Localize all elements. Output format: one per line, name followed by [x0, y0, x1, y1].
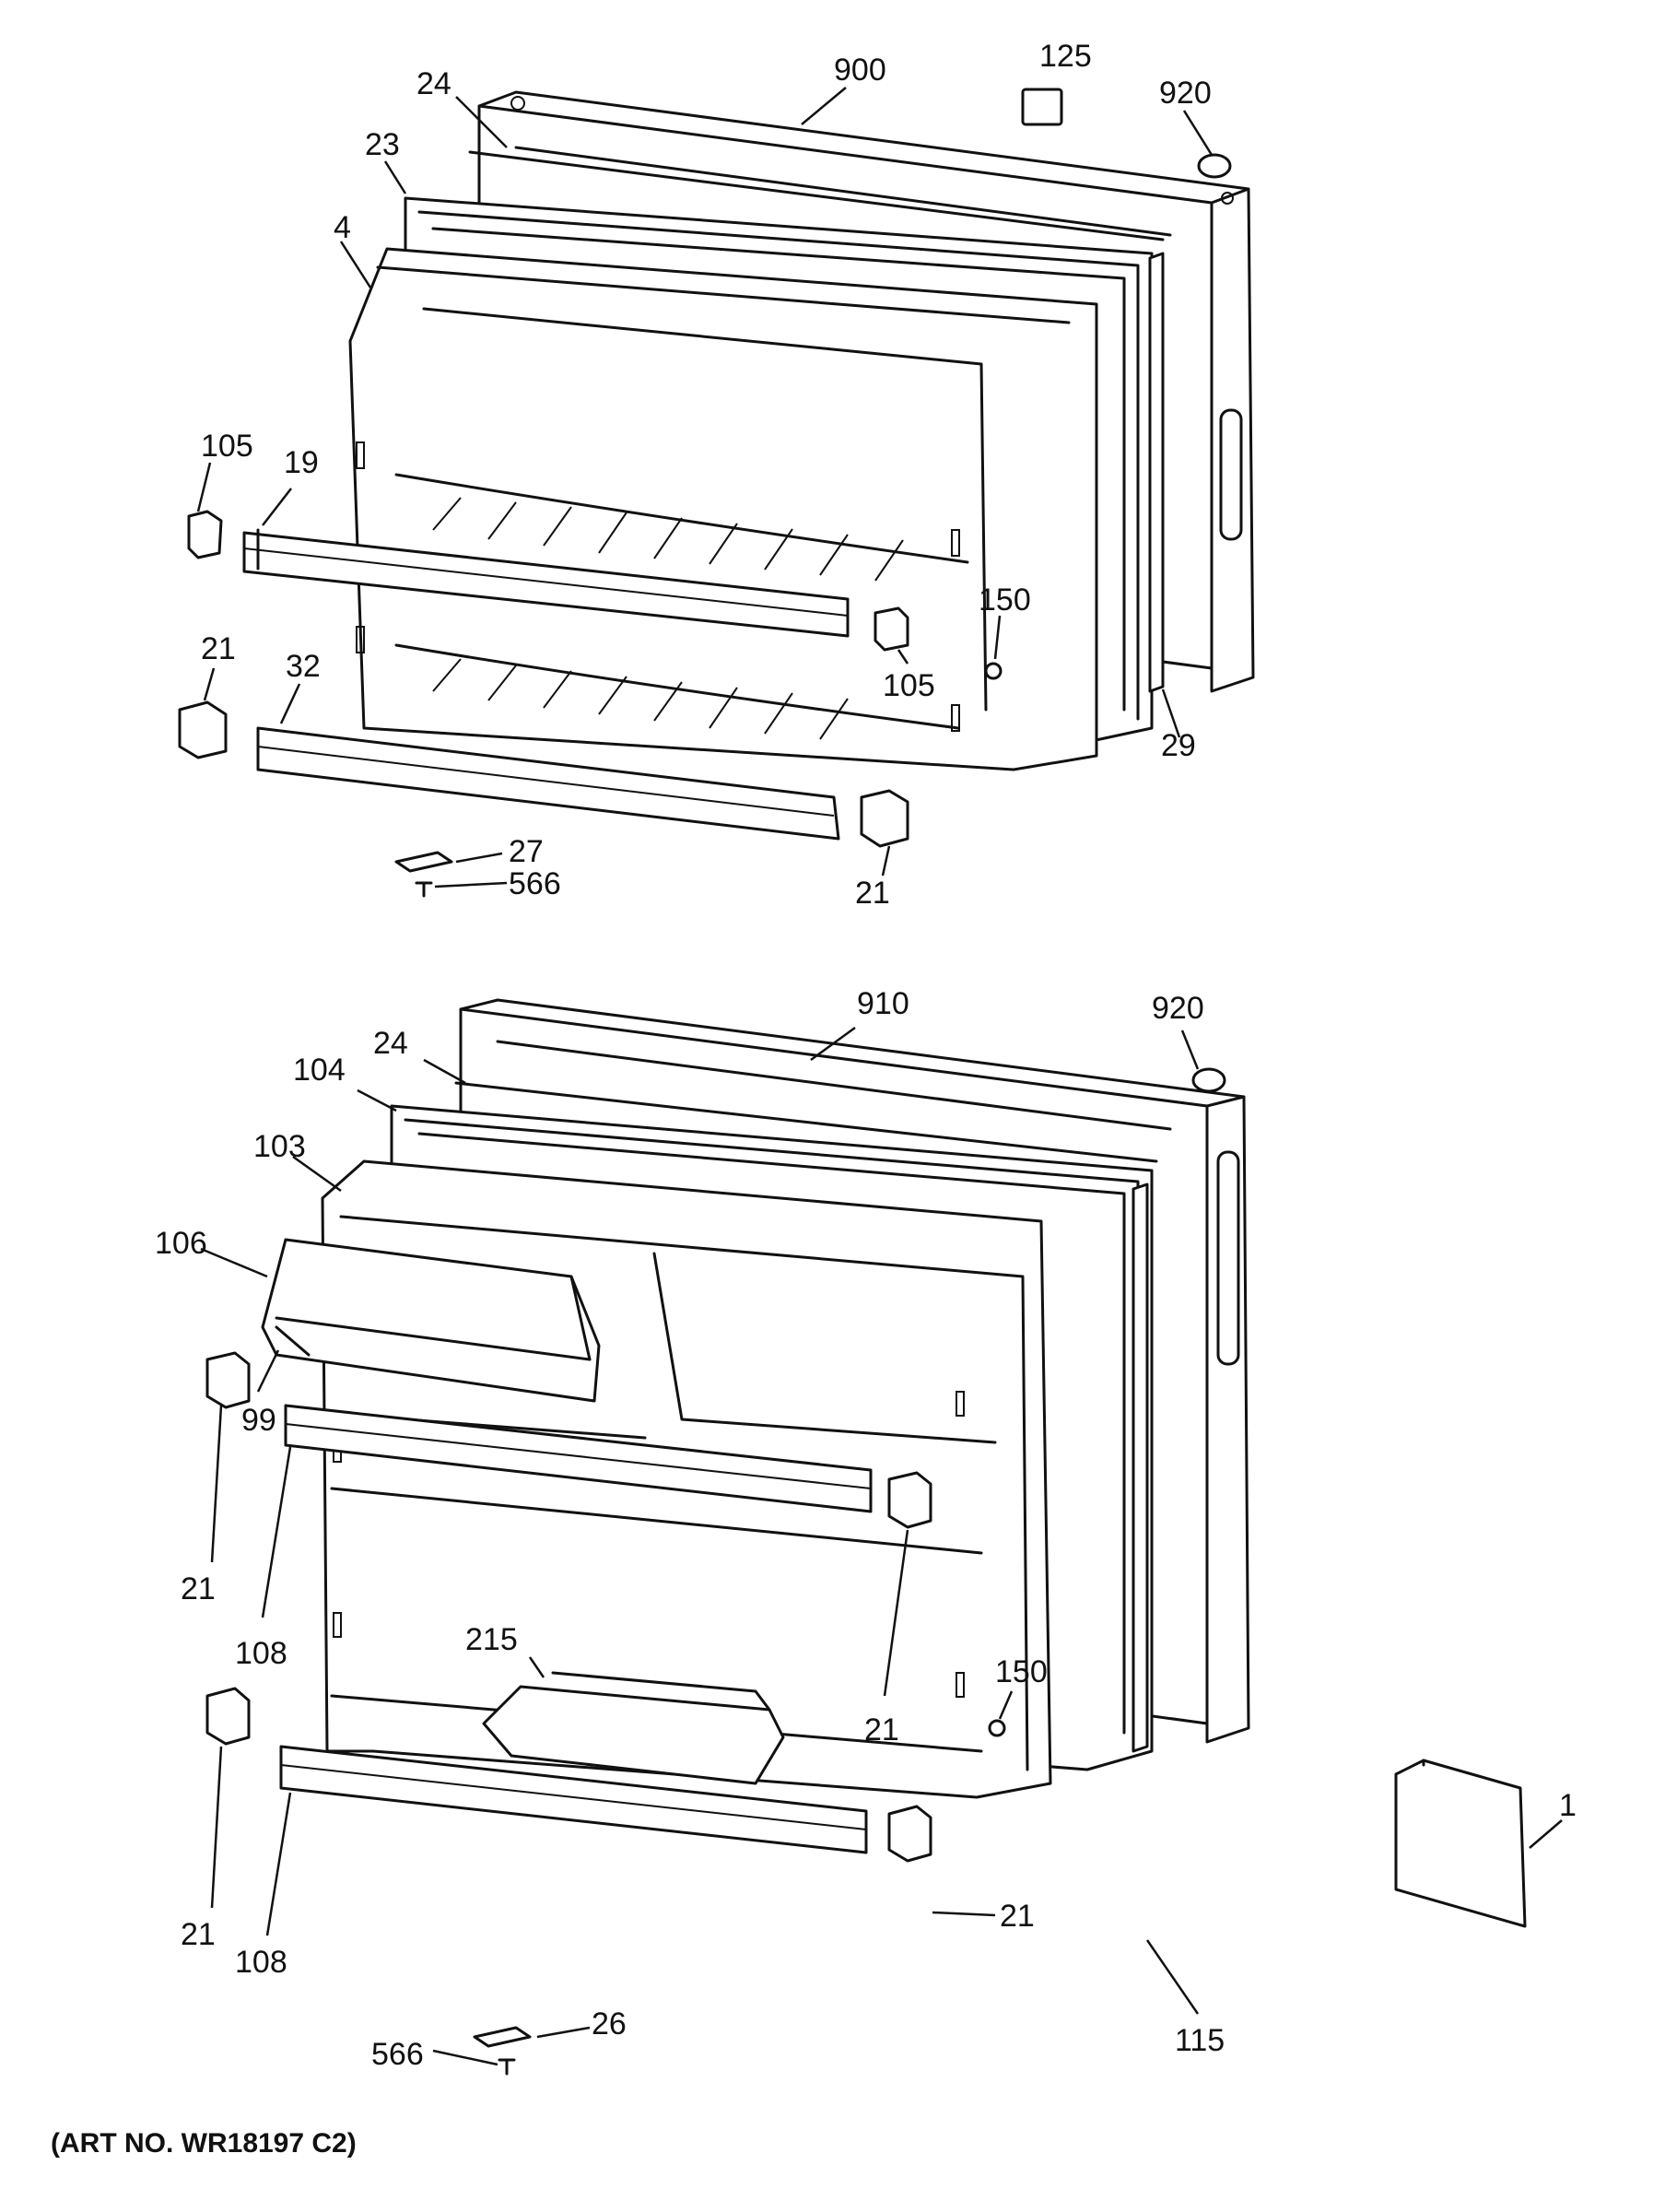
callout-24: 24	[373, 1026, 408, 1061]
callout-900: 900	[834, 53, 886, 88]
callout-920: 920	[1152, 991, 1204, 1026]
gasket-strip-24	[468, 150, 1165, 241]
screw-150	[984, 662, 1003, 680]
shelf-support-21-lower-right	[887, 1805, 932, 1863]
callout-21-lower-left: 21	[181, 1917, 216, 1952]
callout-115: 115	[1175, 2023, 1225, 2058]
hinge-plate-26	[473, 2026, 532, 2048]
shelf-support-21-upper-right	[887, 1471, 932, 1529]
callout-27: 27	[509, 834, 544, 869]
shelf-bar-19	[242, 528, 850, 638]
shelf-support-21-left	[178, 700, 228, 759]
callout-125: 125	[1039, 39, 1092, 74]
callout-1: 1	[1559, 1788, 1577, 1823]
callout-21-left: 21	[201, 631, 236, 666]
plug-920	[1191, 1067, 1226, 1093]
shelf-bar-32	[256, 726, 840, 841]
bin-215	[482, 1671, 785, 1785]
callout-21-upper-right: 21	[864, 1712, 899, 1747]
badge-125	[1021, 88, 1063, 126]
screw-150	[988, 1719, 1006, 1737]
shelf-bar-108-lower	[279, 1745, 868, 1854]
upper-door-assembly: 900 125 920 24 23 4 105 19 150 105 21 32…	[178, 39, 1255, 911]
shelf-support-21-upper-left	[205, 1351, 251, 1409]
callout-108-upper: 108	[235, 1636, 287, 1671]
seal-strip-115	[1131, 1182, 1149, 1753]
callout-21-right: 21	[855, 876, 890, 911]
callout-150: 150	[979, 582, 1031, 618]
callout-24: 24	[416, 66, 451, 101]
plug-920	[1197, 153, 1232, 179]
callout-4: 4	[334, 210, 351, 245]
gasket-strip-24	[454, 1081, 1158, 1163]
seal-strip-29	[1148, 252, 1165, 693]
callout-19: 19	[284, 445, 319, 480]
hinge-plate-27	[394, 851, 453, 873]
shelf-support-21-lower-left	[205, 1687, 251, 1746]
callout-23: 23	[365, 127, 400, 162]
lower-door-assembly: 910 920 24 104 103 106 99 21 108 215 150…	[155, 986, 1577, 2076]
install-card-1	[1394, 1759, 1527, 1928]
screw-566	[498, 2058, 516, 2076]
callout-108-lower: 108	[235, 1945, 287, 1980]
callout-99: 99	[241, 1403, 276, 1438]
callout-104: 104	[293, 1053, 346, 1088]
shelf-support-21-right	[860, 789, 909, 848]
callout-106: 106	[155, 1226, 207, 1261]
art-number: (ART NO. WR18197 C2)	[51, 2128, 357, 2159]
callout-566: 566	[371, 2037, 424, 2072]
shelf-support-105-right	[874, 606, 909, 652]
callout-32: 32	[286, 649, 321, 684]
callout-29: 29	[1161, 728, 1196, 763]
callout-566: 566	[509, 866, 561, 901]
shelf-bar-108-upper	[284, 1404, 873, 1513]
screw-566	[415, 881, 433, 898]
callout-26: 26	[592, 2006, 627, 2041]
dairy-compartment-106	[261, 1238, 601, 1403]
callout-150: 150	[995, 1654, 1048, 1689]
shelf-support-105-left	[187, 510, 223, 559]
callout-21-upper-left: 21	[181, 1571, 216, 1606]
door-liner-4	[348, 247, 1098, 771]
callout-105-left: 105	[201, 429, 253, 464]
callout-215: 215	[465, 1622, 518, 1657]
callout-103: 103	[253, 1129, 306, 1164]
callout-910: 910	[857, 986, 909, 1021]
callout-920: 920	[1159, 76, 1212, 111]
dairy-door-99	[275, 1325, 311, 1357]
callout-21-lower-right: 21	[1000, 1899, 1035, 1934]
callout-105-right: 105	[883, 668, 935, 703]
